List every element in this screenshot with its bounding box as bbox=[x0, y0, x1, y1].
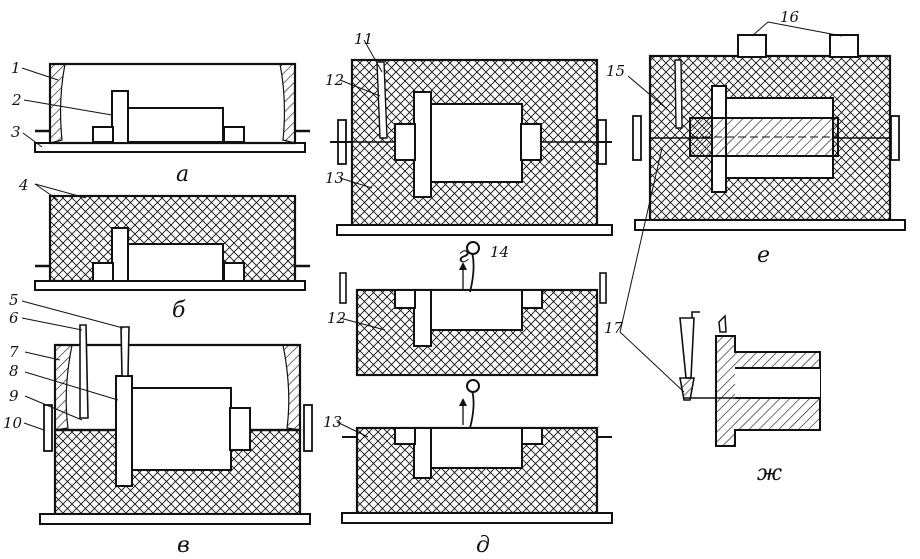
lifting-eye-icon bbox=[466, 241, 480, 255]
stage-b-pattern bbox=[126, 243, 224, 282]
callout-4: 4 bbox=[18, 176, 29, 194]
callout-1: 1 bbox=[11, 59, 21, 77]
callout-15: 15 bbox=[606, 62, 625, 80]
stage-e-caption: е bbox=[757, 243, 770, 268]
stage-e-drawing: 16 15 е bbox=[606, 8, 906, 268]
gating-system bbox=[679, 317, 695, 379]
callout-7: 7 bbox=[9, 343, 19, 361]
stage-v-drawing: 5 6 7 8 9 10 в bbox=[3, 291, 313, 558]
stage-a-drawing: 1 2 3 а bbox=[11, 59, 310, 187]
callout-13b: 13 bbox=[323, 413, 342, 431]
stage-b-drawing: 4 б bbox=[18, 176, 310, 323]
riser-pin bbox=[120, 326, 130, 377]
stage-b-caption: б bbox=[172, 298, 186, 323]
callout-16: 16 bbox=[780, 8, 800, 26]
callout-6: 6 bbox=[9, 309, 19, 327]
stage-a-board bbox=[34, 142, 306, 153]
weight-left bbox=[737, 34, 767, 58]
lifting-eye-icon-2 bbox=[466, 379, 480, 393]
stage-zh-caption: ж bbox=[757, 461, 782, 486]
sprue-pin bbox=[79, 324, 89, 419]
callout-12: 12 bbox=[325, 71, 344, 89]
stage-d-drawing: 14 12 13 д bbox=[323, 241, 613, 558]
callout-8: 8 bbox=[9, 362, 19, 380]
stage-a-caption: а bbox=[176, 162, 189, 187]
callout-11: 11 bbox=[354, 30, 373, 48]
stage-v-pattern bbox=[130, 387, 232, 471]
stage-zh-drawing: 17 ж bbox=[604, 147, 821, 486]
callout-2: 2 bbox=[11, 91, 22, 109]
stage-g-drawing: 11 12 13 г bbox=[325, 30, 613, 268]
weight-right bbox=[829, 34, 859, 58]
stage-a-pattern bbox=[126, 107, 224, 143]
callout-12b: 12 bbox=[327, 309, 346, 327]
callout-5: 5 bbox=[9, 291, 19, 309]
stage-g-caption: г bbox=[458, 243, 469, 268]
stage-d-caption: д bbox=[476, 533, 490, 558]
callout-13: 13 bbox=[325, 169, 344, 187]
callout-3: 3 bbox=[11, 123, 21, 141]
callout-14: 14 bbox=[490, 243, 509, 261]
stage-v-caption: в bbox=[177, 533, 190, 558]
callout-9: 9 bbox=[9, 387, 19, 405]
callout-10: 10 bbox=[3, 414, 23, 432]
stage-g-cavity bbox=[429, 103, 523, 183]
callout-17: 17 bbox=[604, 319, 624, 337]
